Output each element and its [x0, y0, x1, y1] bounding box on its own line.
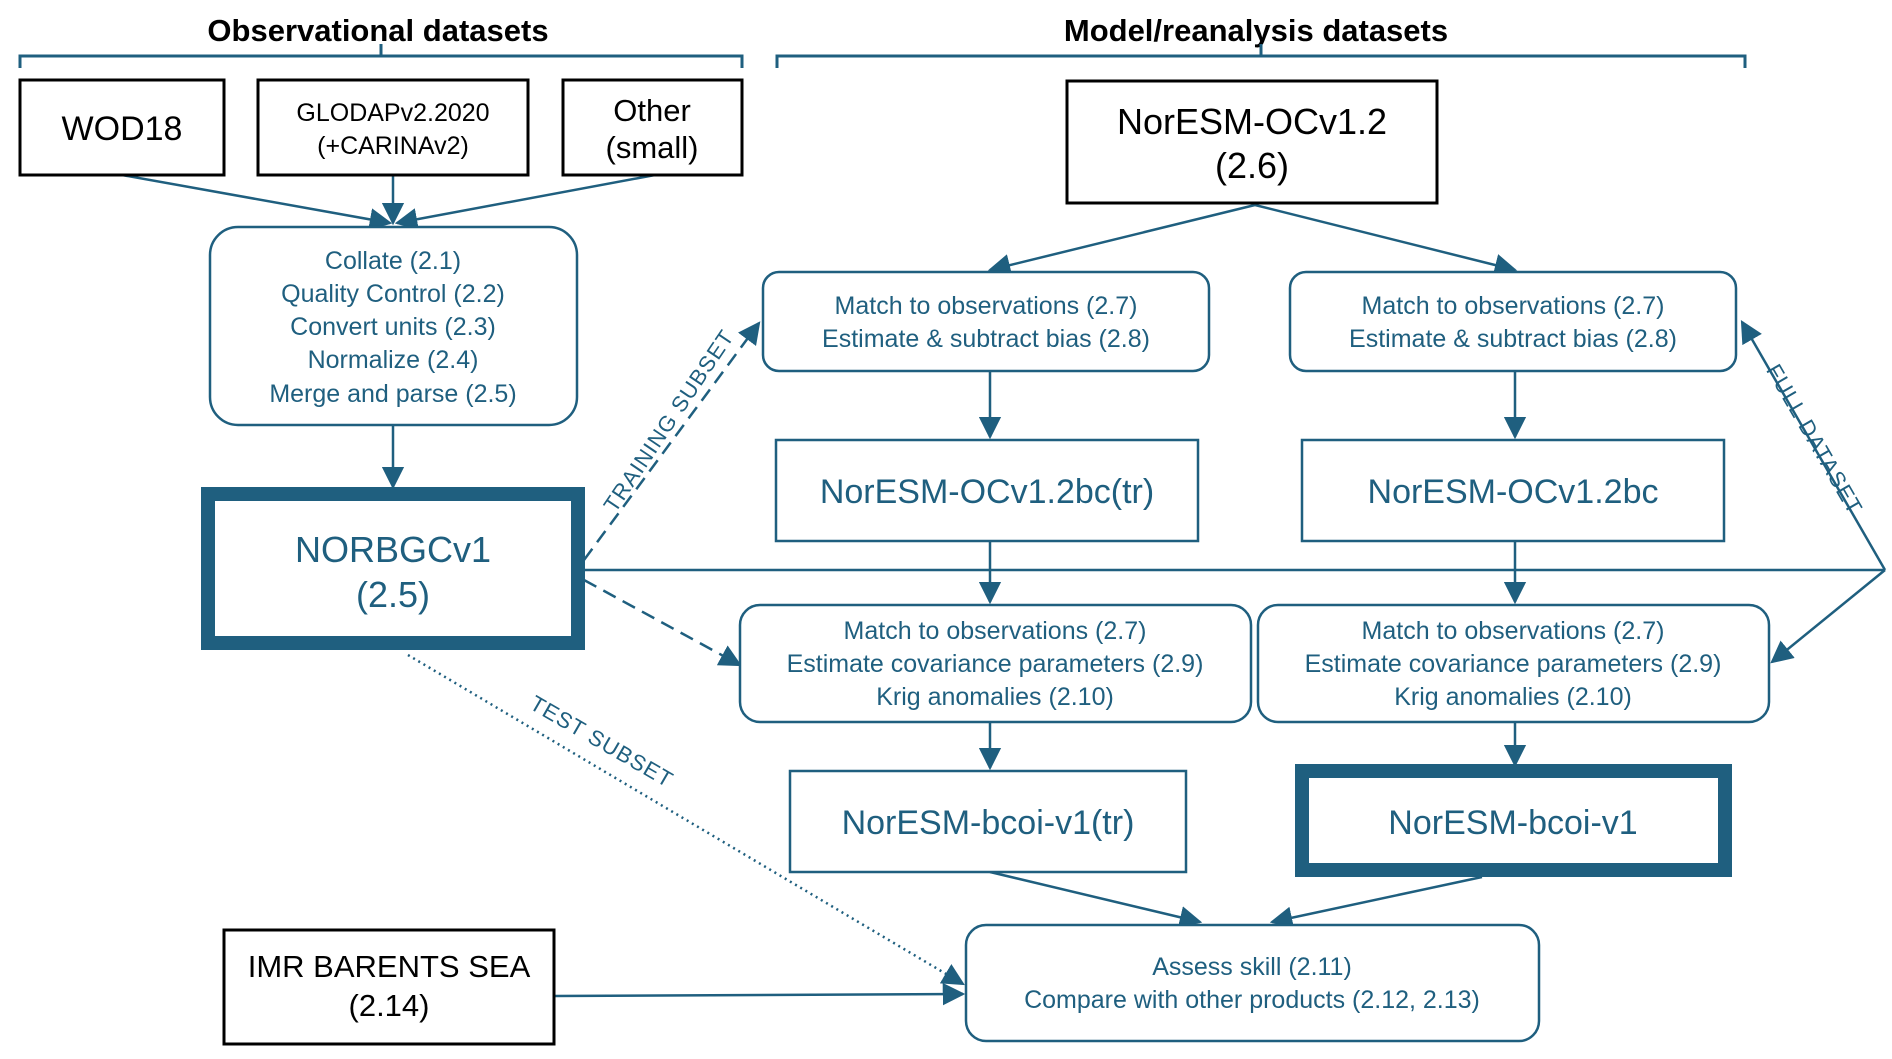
bc-label: NorESM-OCv1.2bc	[1368, 473, 1659, 511]
arrow-noresm-to-match-right	[1254, 203, 1518, 277]
collate-line-5: Merge and parse (2.5)	[269, 380, 516, 408]
arrow-imr-to-assess	[553, 982, 966, 1006]
krig-left-line1: Match to observations (2.7)	[844, 617, 1147, 645]
label-test-subset: TEST SUBSET	[526, 690, 678, 792]
box-glodap	[256, 78, 530, 177]
krig-left-line3: Krig anomalies (2.10)	[876, 683, 1114, 711]
imr-line2: (2.14)	[349, 988, 430, 1023]
collate-line-1: Collate (2.1)	[325, 247, 461, 275]
assess-line2: Compare with other products (2.12, 2.13)	[1024, 986, 1480, 1014]
assess-line1: Assess skill (2.11)	[1152, 953, 1352, 981]
imr-line1: IMR BARENTS SEA	[248, 949, 531, 984]
box-bcoi-tr	[788, 769, 1188, 874]
krig-left-line2: Estimate covariance parameters (2.9)	[787, 650, 1204, 678]
arrow-bcoitr-to-assess	[989, 870, 1203, 929]
other-line1: Other	[613, 93, 691, 128]
box-bc-tr	[774, 438, 1200, 543]
wod18-label: WOD18	[62, 110, 183, 148]
norbgc-line2: (2.5)	[356, 574, 430, 615]
box-krig-right	[1256, 603, 1771, 724]
box-noresm	[1065, 79, 1439, 205]
match-bias-right-line2: Estimate & subtract bias (2.8)	[1349, 325, 1677, 353]
box-match-bias-right	[1288, 270, 1738, 373]
box-match-bias-left	[761, 270, 1211, 373]
bc-tr-label: NorESM-OCv1.2bc(tr)	[820, 473, 1154, 511]
norbgc-line1: NORBGCv1	[295, 529, 491, 570]
arrow-full-to-krig-right	[1770, 569, 1886, 664]
box-other	[561, 78, 744, 177]
krig-right-line3: Krig anomalies (2.10)	[1394, 683, 1632, 711]
box-collate	[208, 225, 579, 427]
arrow-training-to-krig-left	[583, 578, 742, 667]
label-training-subset: TRAINING SUBSET	[599, 325, 740, 517]
header-model: Model/reanalysis datasets	[1064, 13, 1448, 48]
bcoi-label: NorESM-bcoi-v1	[1388, 804, 1637, 842]
box-norbgc	[201, 487, 585, 650]
box-assess	[964, 923, 1541, 1043]
box-imr	[222, 928, 556, 1046]
arrow-wod18-to-collate	[121, 173, 393, 231]
glodap-line2: (+CARINAv2)	[317, 132, 469, 160]
collate-line-3: Convert units (2.3)	[290, 313, 496, 341]
collate-line-2: Quality Control (2.2)	[281, 280, 505, 308]
brace-observational	[18, 54, 744, 68]
header-observational: Observational datasets	[207, 13, 548, 48]
glodap-line1: GLODAPv2.2020	[296, 99, 489, 127]
arrow-other-to-collate	[394, 173, 656, 231]
label-full-dataset: FULL DATASET	[1761, 360, 1867, 519]
brace-model	[775, 54, 1747, 68]
noresm-line1: NorESM-OCv1.2	[1117, 101, 1387, 142]
arrow-noresm-to-match-left	[987, 203, 1256, 277]
noresm-line2: (2.6)	[1215, 145, 1289, 186]
box-bcoi	[1295, 764, 1732, 877]
other-line2: (small)	[606, 130, 699, 165]
arrow-training-to-match-left	[582, 321, 761, 561]
krig-right-line1: Match to observations (2.7)	[1362, 617, 1665, 645]
box-wod18	[18, 78, 226, 177]
krig-right-line2: Estimate covariance parameters (2.9)	[1305, 650, 1722, 678]
box-krig-left	[738, 603, 1253, 724]
match-bias-left-line1: Match to observations (2.7)	[835, 292, 1138, 320]
collate-line-4: Normalize (2.4)	[308, 346, 479, 374]
arrow-bcoi-to-assess	[1269, 875, 1483, 929]
box-bc	[1300, 438, 1726, 543]
match-bias-left-line2: Estimate & subtract bias (2.8)	[822, 325, 1150, 353]
arrow-full-to-match-right	[1740, 320, 1887, 571]
bcoi-tr-label: NorESM-bcoi-v1(tr)	[842, 804, 1135, 842]
match-bias-right-line1: Match to observations (2.7)	[1362, 292, 1665, 320]
